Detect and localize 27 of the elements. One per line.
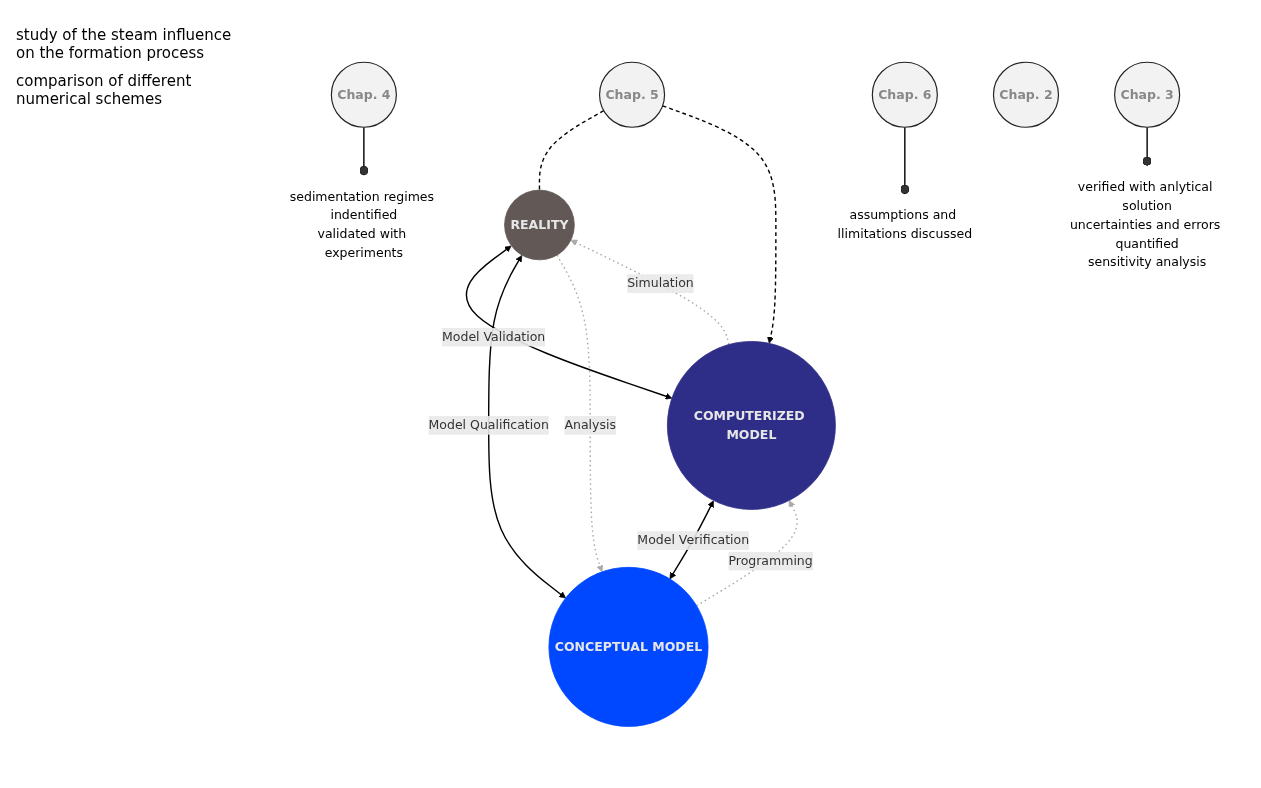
arrow: [661, 104, 777, 344]
node-circle: Chap. 5: [598, 61, 666, 128]
connector: [359, 126, 369, 177]
connector: [900, 126, 910, 195]
edge-label: Simulation: [627, 275, 694, 291]
node-circle: CONCEPTUAL MODEL: [548, 566, 709, 727]
edge-label: Model Qualification: [428, 417, 549, 433]
arrow: [556, 254, 604, 572]
arrow: [487, 254, 566, 599]
note-text: comparison of different numerical schemes: [16, 72, 193, 108]
edge-label: Model Verification: [637, 532, 750, 548]
connector: [1142, 126, 1152, 167]
connector: [538, 109, 605, 191]
node-text: verified with anlytical solution uncertainties and errors quantified sensitivity analysis: [1069, 179, 1221, 270]
node-circle: Chap. 3: [1114, 61, 1181, 128]
node-circle: COMPUTERIZED MODEL: [667, 340, 836, 510]
node-circle: REALITY: [504, 189, 575, 260]
arrow: [570, 239, 730, 345]
edge-label: Programming: [728, 552, 813, 568]
node-circle: Chap. 6: [871, 61, 938, 128]
node-circle: Chap. 2: [992, 61, 1060, 128]
edge-label: Analysis: [564, 417, 616, 433]
note-text: study of the steam influence on the formation process: [16, 26, 233, 62]
node-text: sedimentation regimes indentified validated with experiments: [289, 188, 435, 260]
node-text: assumptions and llimitations discussed: [837, 207, 973, 242]
node-circle: Chap. 4: [330, 61, 397, 128]
edge-label: Model Validation: [442, 329, 546, 344]
